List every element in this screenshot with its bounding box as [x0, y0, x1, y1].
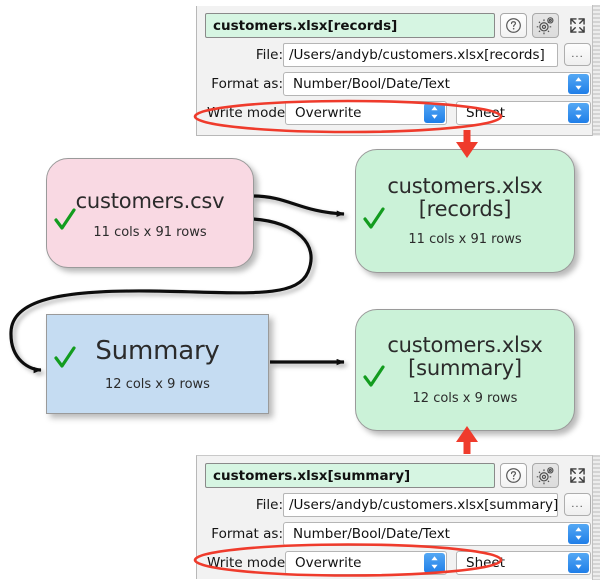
node-title: customers.csv: [75, 189, 225, 214]
question-circle-icon: [506, 468, 521, 483]
node-title-line1: customers.xlsx: [387, 333, 543, 358]
file-path-input[interactable]: /Users/andyb/customers.xlsx[summary]: [283, 492, 558, 517]
format-select-value: Number/Bool/Date/Text: [293, 75, 450, 92]
stepper-arrows-icon[interactable]: [424, 102, 445, 123]
write-mode-row: Write mode: Overwrite Sheet: [205, 550, 591, 575]
graph-node-customers-xlsx-records[interactable]: customers.xlsx [records] 11 cols x 91 ro…: [355, 149, 575, 273]
settings-button[interactable]: [532, 13, 559, 38]
node-title-line2: [summary]: [408, 355, 522, 380]
format-label: Format as:: [211, 525, 283, 542]
question-circle-icon: [506, 18, 521, 33]
write-mode-label: Write mode:: [207, 104, 290, 121]
format-select[interactable]: Number/Bool/Date/Text: [283, 521, 591, 546]
stepper-arrows-icon[interactable]: [568, 523, 589, 544]
write-mode-row: Write mode: Overwrite Sheet: [205, 100, 591, 125]
edge-csv-to-records: [252, 194, 345, 217]
node-title-line1: customers.xlsx: [387, 174, 543, 199]
file-row: File: /Users/andyb/customers.xlsx[summar…: [205, 492, 591, 517]
write-mode-select-value: Overwrite: [295, 104, 362, 121]
green-check-icon: [54, 346, 76, 368]
expand-arrows-icon: [570, 468, 585, 483]
stepper-arrows-icon[interactable]: [424, 552, 445, 573]
file-label: File:: [255, 496, 283, 513]
format-label: Format as:: [211, 75, 283, 92]
inspector-panel-summary: customers.xlsx[summary]: [196, 455, 600, 580]
gear-icon: [536, 467, 554, 485]
panel-scroll-strip[interactable]: [592, 455, 600, 580]
write-mode-select[interactable]: Overwrite: [285, 100, 447, 125]
panel-scroll-strip[interactable]: [592, 5, 600, 136]
panel-title-row: customers.xlsx[summary]: [205, 463, 591, 488]
write-mode-label: Write mode:: [207, 554, 290, 571]
node-name-input[interactable]: customers.xlsx[summary]: [205, 463, 495, 488]
format-row: Format as: Number/Bool/Date/Text: [205, 71, 591, 96]
node-title-line2: [records]: [418, 196, 512, 221]
help-button[interactable]: [500, 463, 527, 488]
format-row: Format as: Number/Bool/Date/Text: [205, 521, 591, 546]
file-label: File:: [255, 46, 283, 63]
expand-button[interactable]: [564, 13, 591, 38]
settings-button[interactable]: [532, 463, 559, 488]
file-row: File: /Users/andyb/customers.xlsx[record…: [205, 42, 591, 67]
write-mode-select-value: Overwrite: [295, 554, 362, 571]
green-check-icon: [54, 208, 76, 230]
node-subtitle: 11 cols x 91 rows: [93, 224, 207, 240]
graph-node-customers-csv[interactable]: customers.csv 11 cols x 91 rows: [46, 158, 254, 268]
node-title: Summary: [95, 335, 220, 366]
expand-arrows-icon: [570, 18, 585, 33]
stepper-arrows-icon[interactable]: [568, 102, 589, 123]
format-select[interactable]: Number/Bool/Date/Text: [283, 71, 591, 96]
edge-csv-to-summary: [9, 217, 313, 374]
format-select-value: Number/Bool/Date/Text: [293, 525, 450, 542]
graph-node-summary[interactable]: Summary 12 cols x 9 rows: [46, 314, 269, 414]
expand-button[interactable]: [564, 463, 591, 488]
help-button[interactable]: [500, 13, 527, 38]
panel-title-row: customers.xlsx[records]: [205, 13, 591, 38]
green-check-icon: [363, 207, 385, 229]
stepper-arrows-icon[interactable]: [568, 73, 589, 94]
gear-icon: [536, 17, 554, 35]
node-subtitle: 12 cols x 9 rows: [105, 377, 210, 393]
green-check-icon: [363, 365, 385, 387]
inspector-panel-records: customers.xlsx[records]: [196, 5, 600, 136]
sheet-select-value: Sheet: [466, 554, 506, 571]
stepper-arrows-icon[interactable]: [568, 552, 589, 573]
graph-node-customers-xlsx-summary[interactable]: customers.xlsx [summary] 12 cols x 9 row…: [355, 309, 575, 431]
node-subtitle: 11 cols x 91 rows: [408, 231, 522, 247]
node-subtitle: 12 cols x 9 rows: [412, 390, 518, 406]
file-path-input[interactable]: /Users/andyb/customers.xlsx[records]: [283, 42, 558, 67]
browse-button[interactable]: ...: [564, 493, 591, 516]
sheet-select-value: Sheet: [466, 104, 506, 121]
node-name-input[interactable]: customers.xlsx[records]: [205, 13, 495, 38]
sheet-select[interactable]: Sheet: [456, 100, 591, 125]
write-mode-select[interactable]: Overwrite: [285, 550, 447, 575]
sheet-select[interactable]: Sheet: [456, 550, 591, 575]
browse-button[interactable]: ...: [564, 43, 591, 66]
